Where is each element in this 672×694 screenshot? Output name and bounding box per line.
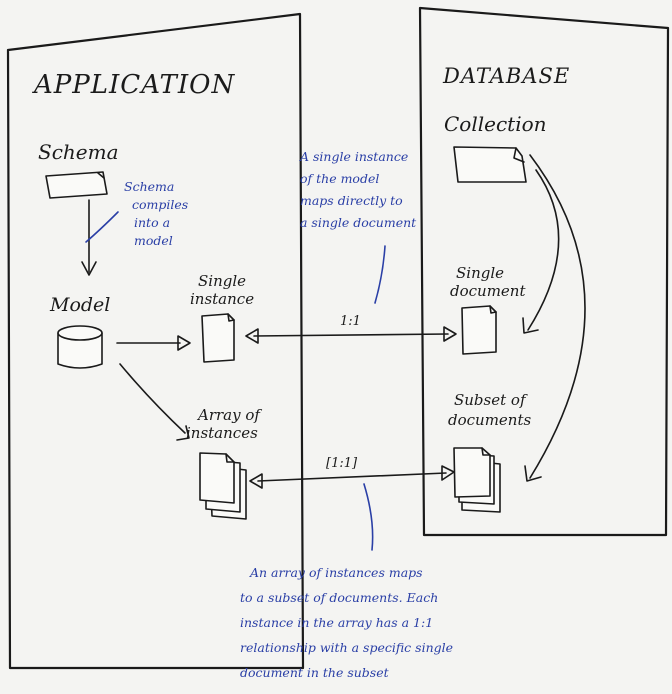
- schema-note-pointer: [85, 211, 119, 243]
- single-document-icon: [461, 305, 497, 355]
- subset-of-documents-icon: [453, 447, 501, 513]
- single-instance-note: A single instance of the model maps dire…: [300, 149, 417, 230]
- collection-to-document-arrow: [527, 169, 560, 331]
- schema-label: Schema: [38, 140, 119, 164]
- single-instance-document-icon: [201, 313, 235, 363]
- schema-compiles-note: Schema compiles into a model: [124, 179, 189, 248]
- one-to-one-arrow: [253, 333, 449, 337]
- database-title: DATABASE: [443, 64, 571, 88]
- collection-to-subset-arrow: [529, 154, 586, 479]
- model-cylinder-icon: [57, 325, 103, 369]
- database-box: [418, 6, 670, 537]
- subset-of-documents-label: Subset of documents: [448, 391, 532, 429]
- array-note-pointer: [363, 483, 374, 551]
- one-to-one-label: 1:1: [340, 314, 361, 329]
- collection-label: Collection: [444, 112, 547, 136]
- single-document-label: Single document: [450, 264, 526, 300]
- array-of-instances-icon: [199, 452, 247, 520]
- single-instance-label: Single instance: [190, 272, 255, 308]
- application-title: APPLICATION: [34, 70, 236, 100]
- schema-document-icon: [45, 171, 108, 199]
- model-label: Model: [50, 294, 111, 316]
- application-box: [6, 12, 305, 670]
- single-note-pointer: [374, 245, 386, 304]
- model-to-array-arrow: [119, 363, 186, 434]
- array-of-instances-label: Array of instances: [186, 406, 260, 442]
- array-of-instances-note: An array of instances maps to a subset o…: [240, 565, 454, 680]
- collection-folder-icon: [453, 146, 527, 183]
- array-one-to-one-arrow: [257, 472, 447, 482]
- array-one-to-one-label: [1:1]: [326, 456, 358, 471]
